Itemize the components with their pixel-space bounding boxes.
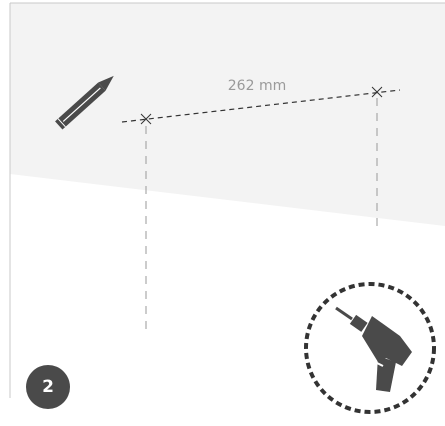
wall-surface xyxy=(10,3,445,226)
right-cross-mark xyxy=(371,86,383,98)
measurement-line xyxy=(121,89,401,123)
drill-icon xyxy=(304,282,436,414)
left-cross-mark xyxy=(140,113,152,125)
measurement-label: 262 mm xyxy=(228,78,286,94)
pencil-icon xyxy=(55,75,114,130)
step-number-badge: 2 xyxy=(26,365,70,409)
